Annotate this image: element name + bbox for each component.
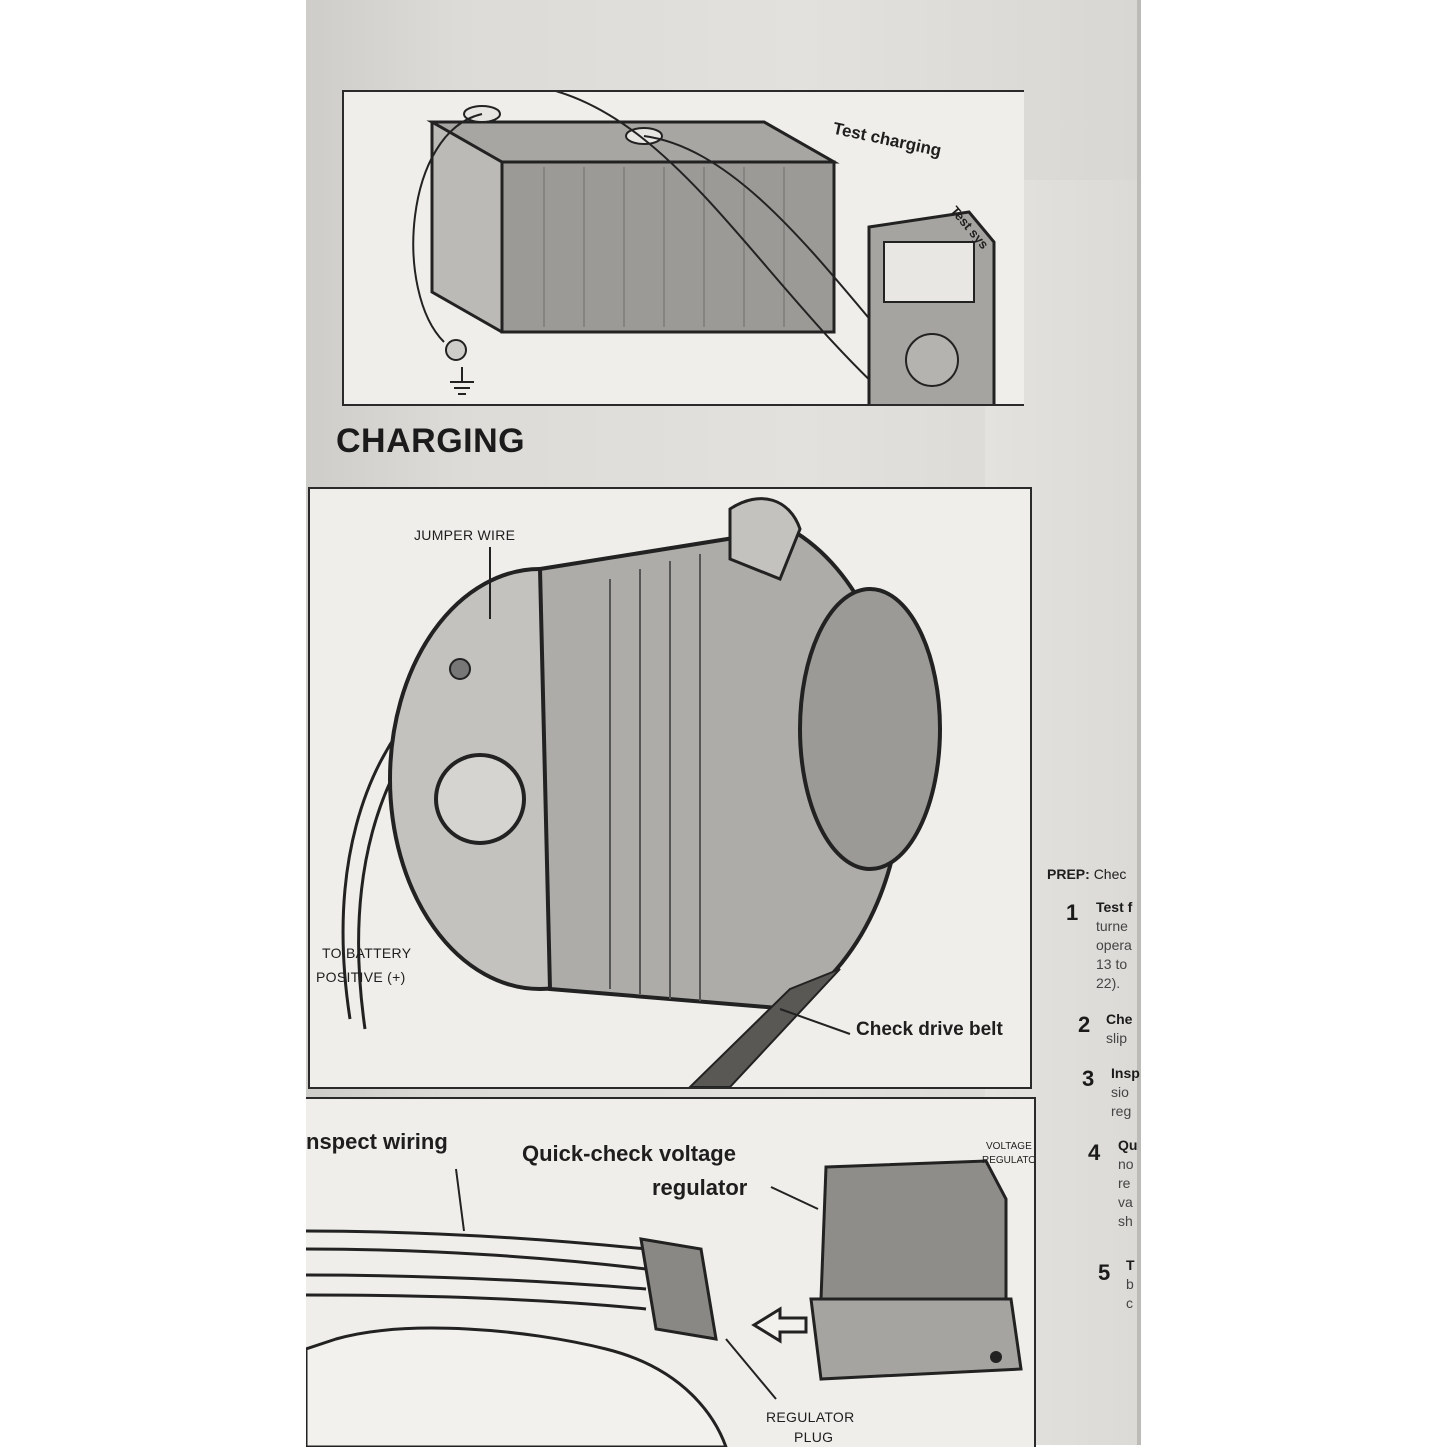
figure-voltage-regulator: nspect wiring Quick-check voltage regula… bbox=[306, 1097, 1036, 1447]
step-5-text: T b c bbox=[1126, 1257, 1135, 1311]
battery-positive-label: POSITIVE (+) bbox=[316, 969, 406, 985]
regulator-illustration bbox=[306, 1159, 1023, 1447]
section-title: CHARGING bbox=[336, 422, 526, 460]
step-5-number: 5 bbox=[1098, 1260, 1111, 1285]
step-3-text: Insp sio reg bbox=[1111, 1065, 1140, 1119]
step-4-text: Qu no re va sh bbox=[1118, 1137, 1138, 1229]
battery-tester-illustration bbox=[412, 92, 996, 404]
step-2-text: Che slip bbox=[1106, 1011, 1133, 1046]
figure-alternator: JUMPER WIRE TO BATTERY POSITIVE (+) Chec… bbox=[308, 487, 1032, 1089]
step-1-number: 1 bbox=[1066, 900, 1079, 925]
to-battery-label: TO BATTERY bbox=[322, 945, 412, 961]
regulator-plug-label-line-2: PLUG bbox=[794, 1429, 834, 1445]
check-drive-belt-label: Check drive belt bbox=[856, 1019, 1003, 1040]
regulator-plug-label-line-1: REGULATOR bbox=[766, 1409, 855, 1425]
inspect-wiring-label: nspect wiring bbox=[306, 1129, 448, 1154]
quick-check-label-line-1: Quick-check voltage bbox=[522, 1141, 736, 1166]
alternator-illustration bbox=[341, 497, 942, 1087]
step-2-number: 2 bbox=[1078, 1012, 1091, 1037]
jumper-wire-label: JUMPER WIRE bbox=[414, 527, 516, 543]
page-edge bbox=[1137, 0, 1141, 1445]
step-4-number: 4 bbox=[1088, 1140, 1101, 1165]
step-3-number: 3 bbox=[1082, 1066, 1095, 1091]
figure-battery-tester: Test charging Test sys bbox=[342, 90, 1024, 406]
voltage-regulator-label-line-2: REGULATOR bbox=[982, 1155, 1036, 1166]
prep-label: PREP: bbox=[1047, 866, 1090, 882]
prep-text: Chec bbox=[1093, 866, 1127, 882]
step-1-text: Test f turne opera 13 to 22). bbox=[1096, 899, 1133, 991]
voltage-regulator-label-line-1: VOLTAGE bbox=[986, 1141, 1032, 1152]
prep-line: PREP: Chec bbox=[1047, 866, 1126, 882]
quick-check-label-line-2: regulator bbox=[652, 1175, 748, 1200]
